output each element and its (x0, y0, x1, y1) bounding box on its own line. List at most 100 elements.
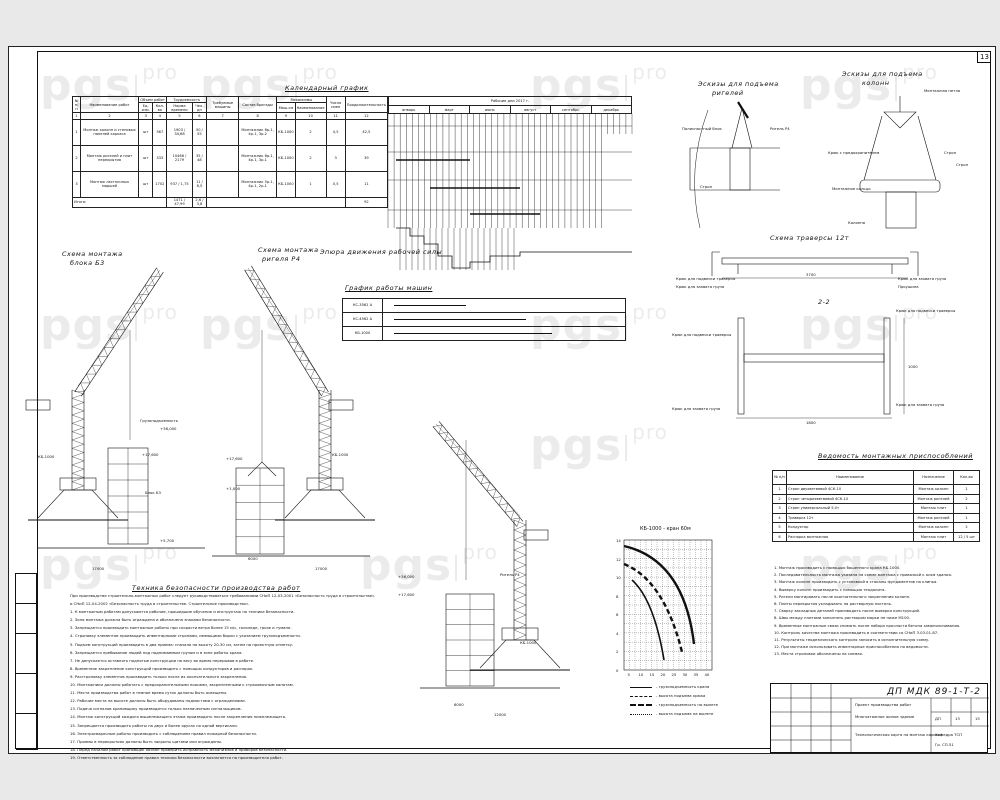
machine-name: КБ-1000 (342, 326, 383, 341)
crane-r4-boom-brace (271, 306, 277, 316)
crane-r4-tower-brace (318, 394, 332, 399)
elev-label: +5,700 (160, 538, 175, 543)
drawing-code: ДП МДК 89-1-Т-2 (887, 687, 981, 697)
cell: 2,6 / 3,8 (191, 196, 208, 208)
crane-c-guy (435, 423, 521, 517)
month-label: сентябрь (551, 106, 592, 114)
load-label: Грузоподъемность (140, 418, 178, 423)
note-line: 11. Места производства работ в темное вр… (70, 690, 228, 696)
legend-item: - высота подъема крюка (630, 691, 770, 700)
crane-c-boom-brace (438, 431, 449, 434)
section-post-left (737, 317, 745, 415)
note-line: 4. Выверку колонн производить с помощью … (774, 586, 886, 592)
note-line: 10. Монтажники должны работать с предохр… (70, 682, 294, 688)
curve-y-tick: 4 (616, 630, 619, 636)
crane-r4-boom-brace (304, 360, 310, 370)
tb-org: Кафедра ТСП (935, 732, 962, 737)
index-cell: 12 (344, 112, 389, 120)
crane-r4-tower-brace (318, 460, 332, 466)
hook-top (883, 96, 917, 129)
crane-label-kb: КБ-1000 (38, 454, 55, 459)
crane-r4-tower-brace (318, 414, 332, 420)
crane-r4-tower-brace (318, 456, 332, 461)
crane-c-boom-brace (438, 424, 443, 434)
crane-c-tower-brace (513, 569, 527, 576)
crane-r4-tower-brace (318, 410, 332, 416)
curve-y-tick: 2 (616, 649, 619, 655)
crane-r4-tower-brace (318, 448, 332, 453)
table-row: КБ-1000 (342, 326, 626, 341)
crane-c-tower-brace (513, 594, 527, 601)
note-line: 4. Строповку элементов производить инвен… (70, 633, 301, 639)
crane-r4-guy (247, 267, 326, 387)
crane-b3-tower-brace (71, 431, 85, 436)
installation-notes: 1. Монтаж производить с помощью башенног… (774, 564, 984, 658)
note-line: 1. К монтажным работам допускаются рабоч… (70, 609, 295, 615)
traverse-beam (721, 257, 909, 265)
crane-b3-boom-brace (86, 374, 91, 383)
th-mandays: Чел-дн (191, 102, 208, 114)
sling-label: Монтажное кольцо (832, 186, 871, 191)
sling2-subtitle: колонн (862, 79, 890, 87)
cell: КБ-1000 (276, 170, 296, 198)
section-label: Крюк для захвата груза (896, 402, 945, 407)
crane-r4-tower-brace (318, 452, 332, 457)
elev-label: +17,600 (398, 592, 415, 597)
note-line: 13. Подача сигналов крановщику производи… (70, 706, 242, 712)
crane-c-counterweight (523, 529, 549, 541)
sling-label: Крюк с предохранителем (828, 150, 880, 155)
machine-bar (382, 326, 626, 341)
sling-legs (731, 107, 753, 149)
sling-label: Ригель Р4 (770, 126, 790, 131)
curve-x-tick: 25 (671, 672, 677, 677)
tb-object: Многоэтажное жилое здание (855, 714, 915, 719)
curve-y-tick: 0 (616, 668, 619, 673)
table-row: КС-3562 А (342, 298, 626, 313)
curve-x-tick: 30 (682, 672, 688, 677)
crane-r4-tower-brace (318, 427, 332, 432)
elev-label: +36,000 (398, 574, 415, 579)
title-block: ДП МДК 89-1-Т-2 Проект производства рабо… (770, 683, 989, 754)
crane-b3-tower-brace (71, 473, 85, 478)
curve-y-tick: 14 (616, 538, 621, 543)
mount-b3-title: Схема монтажа (62, 250, 123, 258)
crane-c-boom-brace (516, 517, 521, 527)
crane-c-boom-brace (480, 481, 491, 484)
crane-b3-boom-brace (150, 276, 155, 286)
crane-c-boom-brace (492, 496, 503, 499)
section-marks (711, 251, 919, 276)
crane-c-boom-brace (492, 489, 497, 499)
machines-table: КС-3562 А КС-4562 А КБ-1000 (342, 298, 626, 341)
crane-r4-tower-brace (318, 485, 332, 491)
crane-b3-tower-brace (71, 402, 85, 407)
legend-item: - грузоподъемность крана (630, 682, 770, 691)
cell: шт (137, 118, 154, 146)
sling2-title: Эскизы для подъема (842, 70, 923, 78)
crane-load-title: Эпюра движения рабочей силы (320, 248, 443, 256)
crane-r4-boom-brace (260, 288, 266, 298)
labor-histogram (396, 227, 632, 269)
column-sling-legs (863, 115, 937, 181)
elev-label: +17,600 (226, 456, 243, 461)
note-line: 2. Последовательность монтажа указана на… (774, 572, 952, 578)
tb-group: Гр. СП-51 (935, 742, 954, 747)
crane-c-tower-brace (513, 599, 527, 606)
schedule-title: Календарный график (285, 84, 369, 92)
crane-r4-portal (284, 489, 366, 519)
crane-r4-tower-brace (318, 423, 332, 428)
crane-b3-boom-brace (133, 303, 138, 313)
crane-c-boom-brace (468, 467, 479, 470)
crane-c-boom-brace (462, 460, 473, 463)
sling-curve (694, 109, 709, 229)
crane-c-tower-brace (513, 559, 527, 566)
crane-r4-boom-brace (310, 369, 315, 379)
tb-sheet: 13 (955, 716, 960, 721)
crane-c-boom-brace (456, 446, 461, 456)
curve-x-tick: 10 (638, 672, 644, 677)
section-label: Крюк для подвески траверсы (672, 332, 732, 337)
